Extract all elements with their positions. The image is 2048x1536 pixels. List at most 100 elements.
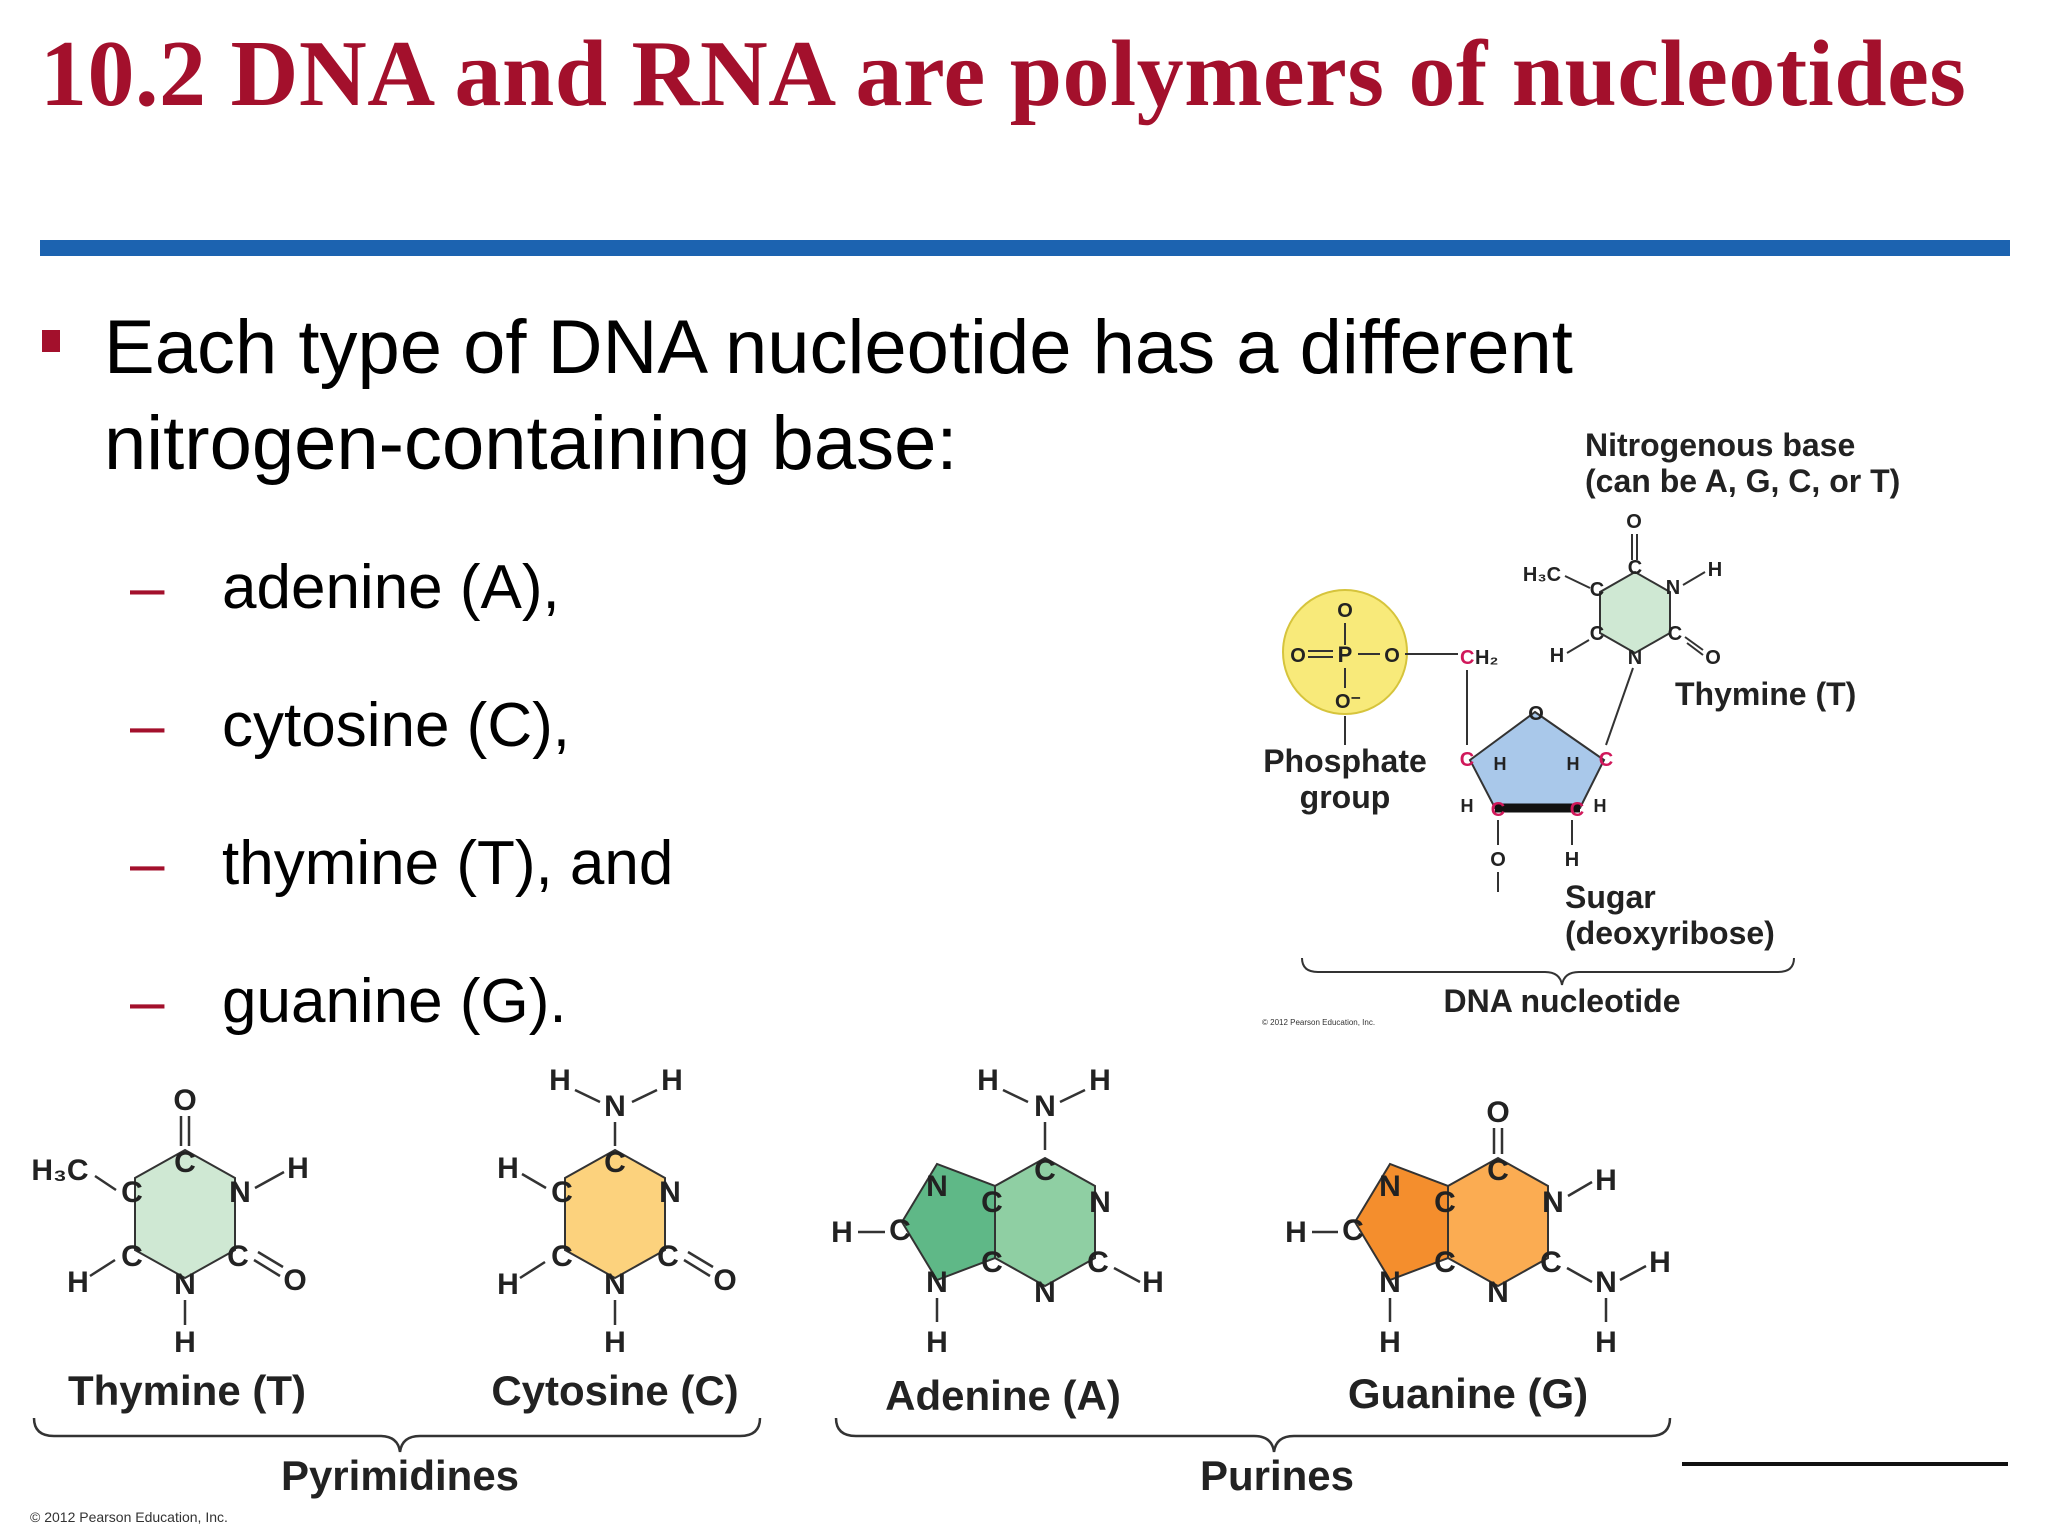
dash-marker: – [130, 691, 165, 760]
atom-label: H [287, 1152, 309, 1185]
atom-label: O [1528, 703, 1544, 725]
atom-label: O [173, 1084, 196, 1117]
atom-label: C [1491, 799, 1505, 821]
atom-label: C [1460, 647, 1474, 669]
atom-label: H [1285, 1216, 1307, 1249]
atom-label: H [926, 1326, 948, 1359]
atom-label: C [1434, 1246, 1456, 1279]
atom-label: C [1540, 1246, 1562, 1279]
dash-marker: – [130, 553, 165, 622]
guanine-label: Guanine (G) [1348, 1370, 1588, 1417]
bullet-marker [42, 330, 60, 352]
atom-label: O [283, 1264, 306, 1297]
atom-label: N [1089, 1186, 1111, 1219]
atom-label: C [1590, 623, 1604, 645]
atom-label: C [227, 1240, 249, 1273]
thymine-base-small: O C N H C O N C H C H₃C [1523, 511, 1722, 669]
purines-brace [834, 1417, 1672, 1453]
atom-label: N [926, 1266, 948, 1299]
deoxyribose-sugar: O C C C C H H H H O H [1460, 703, 1613, 892]
dash-marker: – [130, 967, 165, 1036]
atom-label: O⁻ [1335, 691, 1361, 713]
atom-label: H₃C [31, 1154, 88, 1187]
dash-marker: – [130, 829, 165, 898]
nitrogen-bases-diagram: O C N H C O N H C H C H₃C Thymine (T) H [30, 1064, 2008, 1525]
thymine-label-small: Thymine (T) [1675, 676, 1856, 712]
sugar-label: Sugar [1565, 879, 1656, 915]
atom-label: H [1494, 754, 1507, 774]
nucleotide-credit: © 2012 Pearson Education, Inc. [1262, 1018, 1375, 1027]
atom-label: O [1490, 849, 1506, 871]
atom-label: H [1595, 1164, 1617, 1197]
atom-label: C [981, 1246, 1003, 1279]
atom-label: N [604, 1090, 626, 1123]
pyrimidines-label: Pyrimidines [281, 1452, 519, 1499]
atom-label: C [121, 1176, 143, 1209]
atom-label: O [1384, 645, 1400, 667]
phosphate-group-sublabel: group [1300, 779, 1391, 815]
atom-label: N [1542, 1186, 1564, 1219]
atom-label: C [1342, 1214, 1364, 1247]
sub-item-label: cytosine (C), [222, 691, 570, 760]
atom-label: C [1628, 557, 1642, 579]
adenine-label: Adenine (A) [885, 1372, 1121, 1419]
sub-item-guanine: –guanine (G). [130, 966, 567, 1037]
atom-label: N [229, 1176, 251, 1209]
atom-label: O [713, 1264, 736, 1297]
atom-label: H [1594, 796, 1607, 816]
atom-label: C [604, 1146, 626, 1179]
dna-nucleotide-label: DNA nucleotide [1443, 983, 1680, 1019]
atom-label: H [661, 1064, 683, 1097]
atom-label: C [1570, 799, 1584, 821]
slide-title: 10.2 DNA and RNA are polymers of nucleot… [40, 22, 1967, 126]
atom-label: C [551, 1240, 573, 1273]
atom-label: N [1595, 1266, 1617, 1299]
sub-item-label: thymine (T), and [222, 829, 674, 898]
title-divider [40, 240, 2010, 256]
phosphate-group: O P O O O⁻ [1282, 589, 1408, 745]
atom-label: C [1668, 623, 1682, 645]
bases-credit: © 2012 Pearson Education, Inc. [30, 1509, 228, 1525]
atom-label: C [1034, 1154, 1056, 1187]
atom-label: N [174, 1268, 196, 1301]
purines-label: Purines [1200, 1452, 1354, 1499]
sub-item-label: adenine (A), [222, 553, 560, 622]
pyrimidines-brace [32, 1417, 762, 1453]
atom-label: H [1708, 559, 1722, 581]
atom-label: N [604, 1268, 626, 1301]
atom-label: H [831, 1216, 853, 1249]
atom-label: O [1290, 645, 1306, 667]
atom-label: H [497, 1152, 519, 1185]
atom-label: H [1550, 645, 1564, 667]
atom-label: H [1142, 1266, 1164, 1299]
atom-label: N [1034, 1276, 1056, 1309]
atom-label: N [926, 1170, 948, 1203]
atom-label: O [1705, 647, 1721, 669]
atom-label: C [1590, 579, 1604, 601]
atom-label: C [1460, 749, 1474, 771]
atom-label: H [1379, 1326, 1401, 1359]
thymine-structure: O C N H C O N H C H C H₃C [31, 1084, 308, 1359]
atom-label: H [1089, 1064, 1111, 1097]
sub-item-adenine: –adenine (A), [130, 552, 560, 623]
atom-label: C [551, 1176, 573, 1209]
atom-label: H [977, 1064, 999, 1097]
atom-label: H [549, 1064, 571, 1097]
sub-item-thymine: –thymine (T), and [130, 828, 673, 899]
atom-label: N [1666, 577, 1680, 599]
atom-label: N [659, 1176, 681, 1209]
atom-label: C [1087, 1246, 1109, 1279]
atom-label: H [67, 1266, 89, 1299]
sugar-sublabel: (deoxyribose) [1565, 915, 1775, 951]
atom-label: N [1379, 1266, 1401, 1299]
atom-label: P [1338, 642, 1353, 667]
sub-item-label: guanine (G). [222, 967, 567, 1036]
atom-label: H [174, 1326, 196, 1359]
atom-label: H [1461, 796, 1474, 816]
atom-label: H₃C [1523, 564, 1561, 586]
atom-label: C [1487, 1154, 1509, 1187]
nitrogenous-base-sublabel: (can be A, G, C, or T) [1585, 463, 1900, 499]
atom-label: N [1628, 647, 1642, 669]
phosphate-group-label: Phosphate [1263, 743, 1427, 779]
nitrogenous-base-label: Nitrogenous base [1585, 427, 1855, 463]
